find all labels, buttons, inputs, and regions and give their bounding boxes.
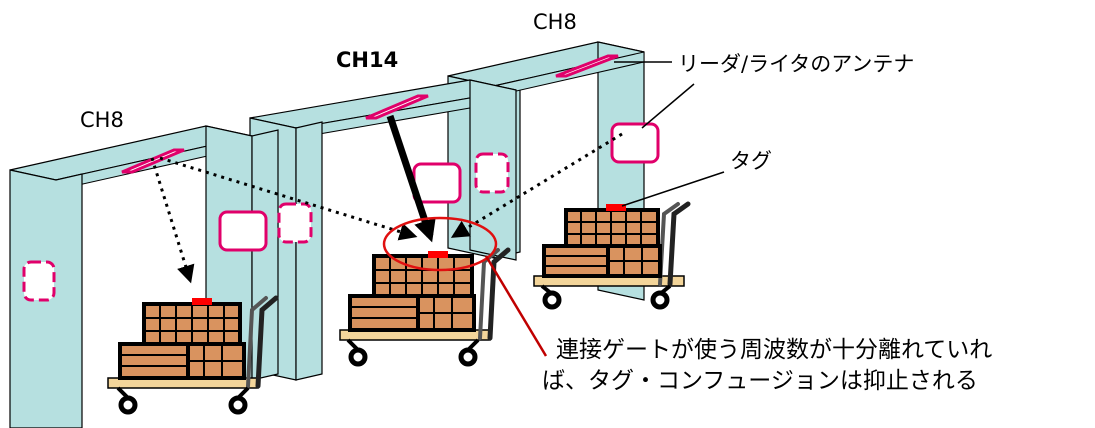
rf-path-left-to-left-tag [150,157,195,284]
gate-left-channel-label: CH8 [80,108,124,132]
antenna-right-beam [555,54,619,78]
cart-center [339,247,511,367]
gate-center-channel-label: CH14 [336,48,399,72]
tag-leader-line [621,171,725,207]
antenna-leader-line-2 [641,83,695,129]
antenna-left-gate-inner [218,210,268,252]
antenna-center-gate-back-dashed [474,152,510,194]
antenna-left-gate-back-dashed [277,202,313,244]
note-line-2: ば、タグ・コンフュージョンは抑止される [542,368,978,394]
antenna-left-post-dashed [22,260,56,302]
tag-callout-label: タグ [730,149,772,173]
note-line-1: 連接ゲートが使う周波数が十分離れていれ [556,337,993,363]
note-text: 連接ゲートが使う周波数が十分離れていれ ば、タグ・コンフュージョンは抑止される [542,335,992,397]
antenna-callout-label: リーダ/ライタのアンテナ [678,52,915,76]
cart-right [533,201,691,310]
rf-path-right-to-center-tag [450,132,623,238]
antenna-right-gate-inner [610,122,660,164]
rf-path-center-to-center-tag [386,114,436,243]
note-leader-line [484,255,548,357]
cart-left [107,295,279,415]
antenna-center-gate-inner [412,162,462,204]
antenna-center-beam [365,94,429,120]
antenna-left-beam [121,148,185,174]
gate-right-channel-label: CH8 [533,10,577,34]
highlight-circle [382,216,498,272]
